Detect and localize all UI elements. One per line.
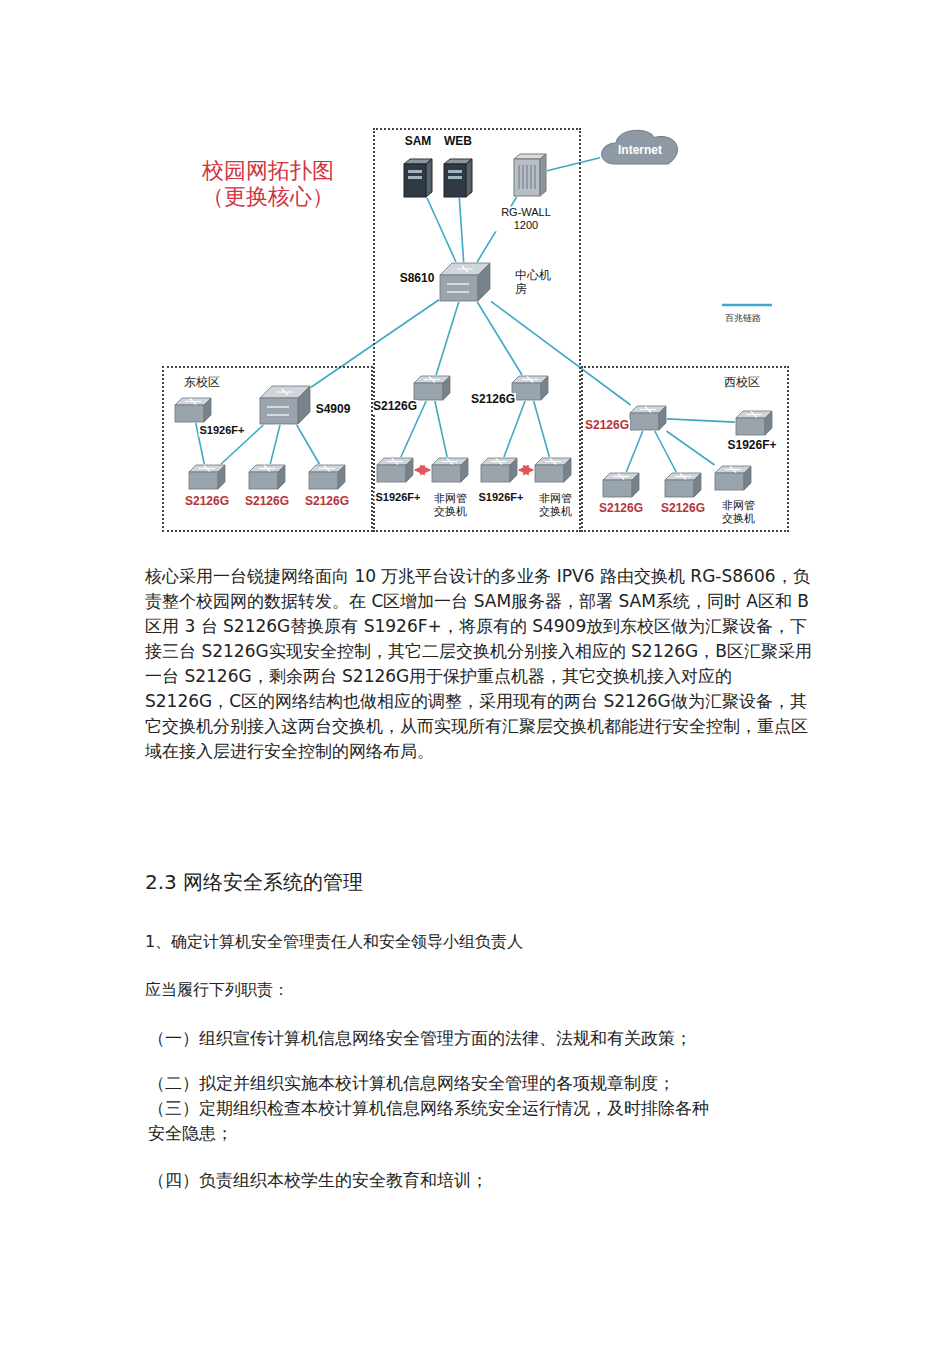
switch: 非网管 交换机 (431, 457, 469, 483)
device-name: 非网管 交换机 (534, 492, 576, 517)
device-name: S1926F+ (199, 424, 246, 437)
sw-icon (602, 472, 640, 498)
switch: S1926F+ (480, 457, 518, 483)
switch: S1926F+ (174, 397, 212, 423)
sw-icon (664, 472, 702, 498)
sw-icon (534, 457, 572, 483)
device-name: S4909 (315, 403, 352, 417)
device-name: WEB (443, 135, 473, 149)
switch: 非网管 交换机 (534, 457, 572, 483)
link-line (547, 158, 600, 171)
double-arrow (519, 469, 533, 471)
legend-line-sample (722, 304, 772, 307)
sw-icon (735, 410, 773, 436)
device-name: S2126G (660, 502, 706, 516)
cloud-label: Internet (618, 143, 662, 157)
body-paragraph: 核心采用一台锐捷网络面向 10 万兆平台设计的多业务 IPV6 路由交换机 RG… (145, 564, 820, 764)
sw-icon (376, 457, 414, 483)
sw-icon (174, 397, 212, 423)
server-icon (403, 158, 433, 198)
zone-label: 中心机房 (515, 268, 555, 297)
legend-text: 百兆链路 (725, 312, 761, 325)
switch: S2126G (413, 375, 451, 401)
switch: S1926F+ (735, 410, 773, 436)
device-name: S1926F+ (478, 491, 525, 504)
sw-icon (431, 457, 469, 483)
list-item: （二）拟定并组织实施本校计算机信息网络安全管理的各项规章制度； (148, 1071, 808, 1096)
core-icon (259, 385, 311, 425)
sw-icon (629, 405, 667, 431)
device-name: S2126G (584, 419, 630, 433)
switch: S2126G (602, 472, 640, 498)
server: SAM (403, 158, 433, 198)
link-line (436, 302, 459, 375)
link-line (491, 301, 631, 405)
link-line (427, 198, 456, 262)
link-line (477, 302, 522, 375)
core-icon (439, 262, 491, 302)
switch: S2126G (188, 464, 226, 490)
diagram-title: 校园网拓扑图 （更换核心） (192, 158, 344, 211)
double-arrow (415, 469, 430, 471)
firewall: RG-WALL 1200 (513, 153, 547, 197)
fw-icon (513, 153, 547, 197)
list-item: （四）负责组织本校学生的安全教育和培训； (148, 1168, 808, 1193)
device-name: S2126G (244, 495, 290, 509)
server-icon (443, 158, 473, 198)
device-name: S1926F+ (726, 439, 777, 453)
link-line (311, 300, 439, 387)
device-name: S2126G (598, 502, 644, 516)
switch: 非网管 交换机 (714, 465, 752, 491)
internet-cloud: Internet (600, 130, 680, 167)
link-line (297, 425, 320, 464)
switch: S2126G (629, 405, 667, 431)
device-name: 非网管 交换机 (429, 492, 471, 517)
list-item: （一）组织宣传计算机信息网络安全管理方面的法律、法规和有关政策； (148, 1026, 808, 1051)
device-name: 非网管 交换机 (717, 499, 759, 524)
device-name: S2126G (372, 400, 418, 414)
body-line: 应当履行下列职责： (145, 978, 785, 1002)
link-line (626, 431, 643, 472)
list-heading: 1、确定计算机安全管理责任人和安全领导小组负责人 (145, 930, 785, 954)
list-item: （三）定期组织检查本校计算机信息网络系统安全运行情况，及时排除各种安全隐患； (148, 1096, 720, 1146)
device-name: SAM (404, 135, 433, 149)
campus-zone: SAMWEBRG-WALL 1200S8610S2126GS2126GS1926… (373, 128, 581, 532)
campus-zone: S4909S1926F+S2126GS2126GS2126G东校区 (162, 366, 373, 532)
link-line (534, 401, 550, 457)
device-name: S2126G (470, 393, 516, 407)
device-name: RG-WALL 1200 (495, 206, 557, 231)
zone-label: 西校区 (724, 375, 760, 389)
device-name: S2126G (304, 495, 350, 509)
link-line (504, 401, 525, 457)
switch: S8610 (439, 262, 491, 302)
switch: S1926F+ (376, 457, 414, 483)
link-line (459, 198, 463, 262)
device-name: S1926F+ (375, 491, 422, 504)
device-name: S2126G (184, 495, 230, 509)
zone-label: 东校区 (184, 375, 220, 389)
sw-icon (714, 465, 752, 491)
section-heading: 2.3 网络安全系统的管理 (145, 868, 745, 896)
server: WEB (443, 158, 473, 198)
switch: S2126G (308, 464, 346, 490)
sw-icon (308, 464, 346, 490)
sw-icon (188, 464, 226, 490)
link-line (435, 401, 447, 457)
link-line (270, 425, 280, 464)
device-name: S8610 (399, 272, 436, 286)
switch: S2126G (511, 375, 549, 401)
link-line (667, 419, 735, 422)
campus-zone: S2126GS1926F+S2126GS2126G非网管 交换机西校区 (581, 366, 789, 532)
sw-icon (248, 464, 286, 490)
link-line (655, 431, 676, 472)
sw-icon (511, 375, 549, 401)
switch: S2126G (664, 472, 702, 498)
switch: S4909 (259, 385, 311, 425)
switch: S2126G (248, 464, 286, 490)
link-line (666, 431, 714, 465)
sw-icon (413, 375, 451, 401)
sw-icon (480, 457, 518, 483)
